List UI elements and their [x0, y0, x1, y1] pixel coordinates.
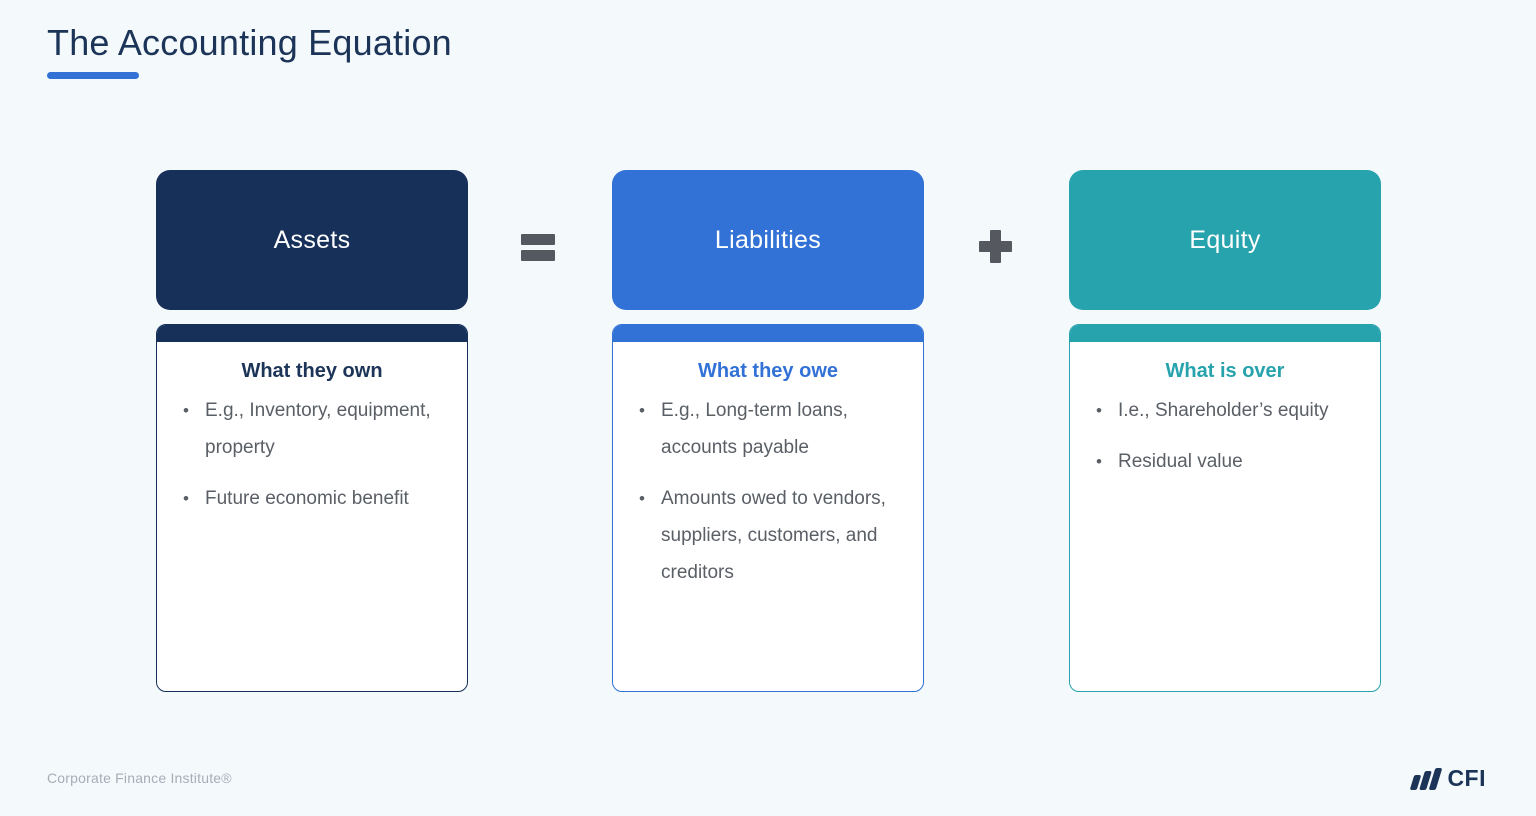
detail-card-equity: What is over I.e., Shareholder’s equity … [1069, 324, 1381, 692]
page-title: The Accounting Equation [47, 22, 452, 63]
card-top-strip-assets [157, 325, 467, 342]
detail-card-assets: What they own E.g., Inventory, equipment… [156, 324, 468, 692]
column-liabilities: Liabilities What they owe E.g., Long-ter… [612, 170, 924, 692]
list-item: Amounts owed to vendors, suppliers, cust… [627, 480, 909, 591]
cfi-logo-mark-icon [1410, 767, 1443, 790]
accounting-equation-diagram: Assets What they own E.g., Inventory, eq… [0, 170, 1536, 700]
cfi-logo: CFI [1410, 765, 1486, 792]
card-heading-assets: What they own [241, 360, 383, 382]
header-box-equity[interactable]: Equity [1069, 170, 1381, 310]
header-label-assets: Assets [273, 225, 351, 254]
card-heading-equity: What is over [1165, 360, 1285, 382]
page-header: The Accounting Equation [47, 20, 452, 79]
footer-attribution: Corporate Finance Institute® [47, 770, 232, 786]
cfi-logo-text: CFI [1447, 765, 1486, 791]
list-item: Future economic benefit [171, 480, 453, 517]
list-item: E.g., Long-term loans, accounts payable [627, 392, 909, 466]
bullet-list-liabilities: E.g., Long-term loans, accounts payable … [627, 392, 909, 591]
detail-card-liabilities: What they owe E.g., Long-term loans, acc… [612, 324, 924, 692]
bullet-list-equity: I.e., Shareholder’s equity Residual valu… [1084, 392, 1366, 480]
title-underline-rule [47, 72, 139, 79]
column-assets: Assets What they own E.g., Inventory, eq… [156, 170, 468, 692]
bullet-list-assets: E.g., Inventory, equipment, property Fut… [171, 392, 453, 517]
equals-bar-top [521, 234, 555, 245]
plus-icon [976, 226, 1016, 266]
card-top-strip-equity [1070, 325, 1380, 342]
card-top-strip-liabilities [613, 325, 923, 342]
column-equity: Equity What is over I.e., Shareholder’s … [1069, 170, 1381, 692]
header-label-liabilities: Liabilities [714, 225, 822, 254]
list-item: I.e., Shareholder’s equity [1084, 392, 1366, 429]
equals-bar-bottom [521, 250, 555, 261]
card-heading-liabilities: What they owe [697, 360, 838, 382]
header-box-assets[interactable]: Assets [156, 170, 468, 310]
card-body-assets: What they own E.g., Inventory, equipment… [157, 342, 467, 517]
list-item: Residual value [1084, 443, 1366, 480]
card-body-liabilities: What they owe E.g., Long-term loans, acc… [613, 342, 923, 591]
header-box-liabilities[interactable]: Liabilities [612, 170, 924, 310]
plus-bar-vertical [990, 230, 1001, 263]
card-body-equity: What is over I.e., Shareholder’s equity … [1070, 342, 1380, 480]
header-label-equity: Equity [1189, 225, 1261, 254]
equals-icon [519, 226, 559, 266]
list-item: E.g., Inventory, equipment, property [171, 392, 453, 466]
